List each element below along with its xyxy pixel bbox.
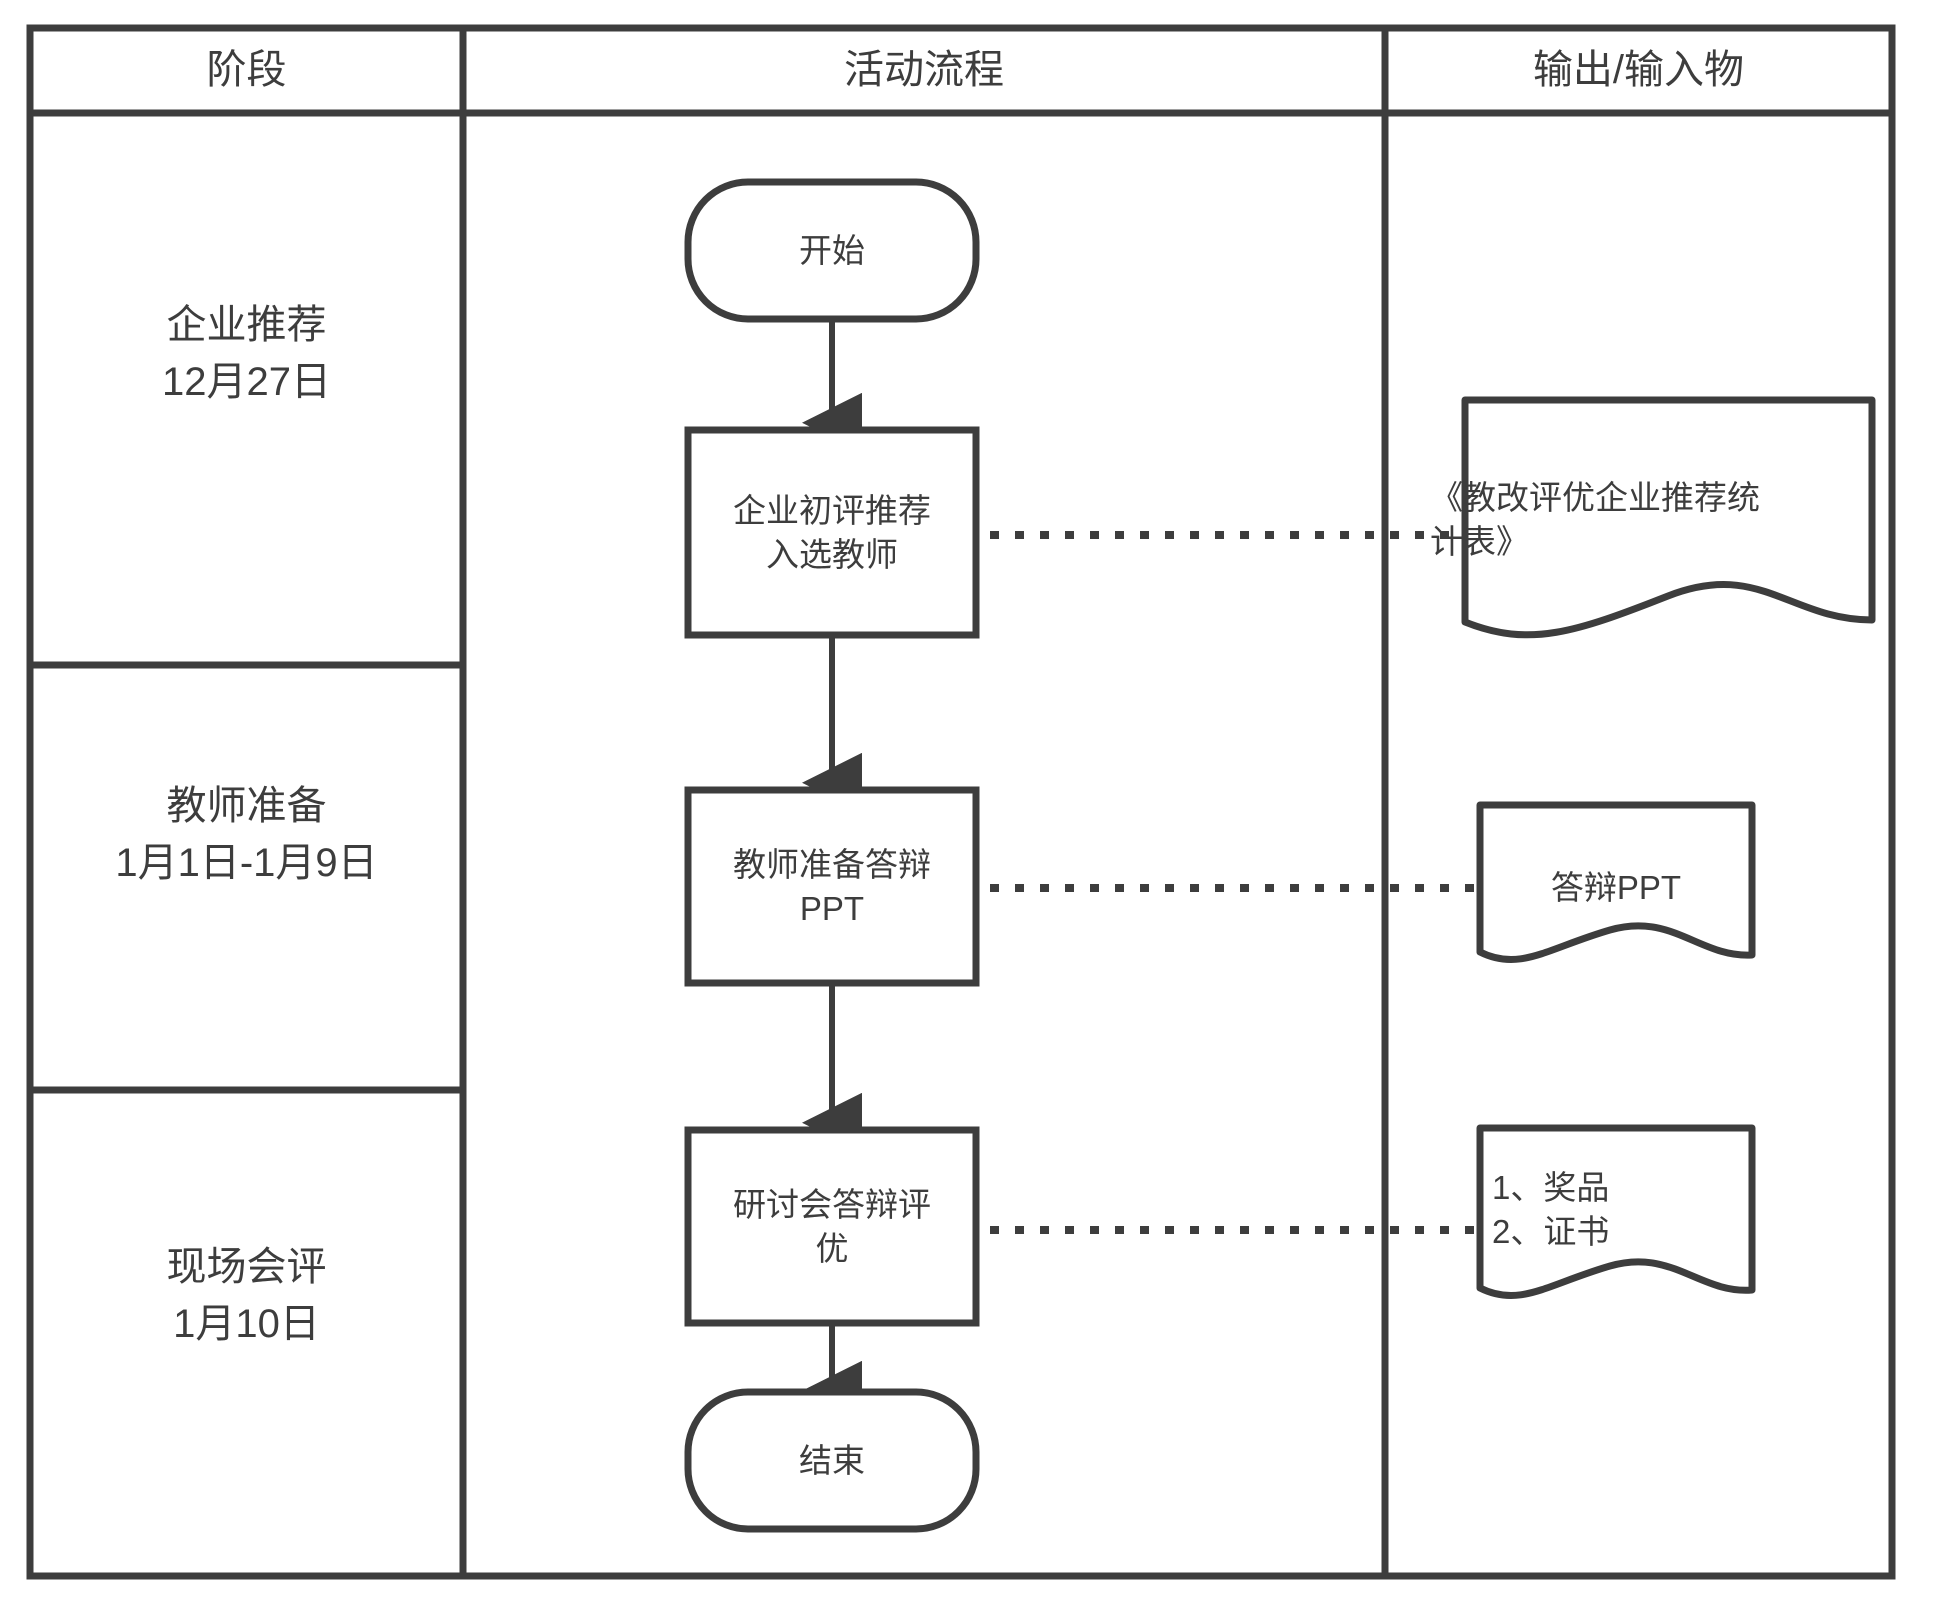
doc-doc2-shape[interactable] — [1476, 801, 1756, 963]
node-end-shape[interactable] — [684, 1388, 980, 1533]
node-end[interactable] — [688, 1392, 976, 1529]
doc-doc3-shape[interactable] — [1476, 1124, 1756, 1299]
node-task2[interactable] — [688, 790, 976, 983]
node-task1[interactable] — [688, 430, 976, 635]
node-task3-shape[interactable] — [684, 1126, 980, 1327]
doc-doc3[interactable] — [1480, 1128, 1752, 1308]
doc-doc1[interactable] — [1465, 400, 1872, 648]
node-task3[interactable] — [688, 1130, 976, 1323]
node-start[interactable] — [688, 182, 976, 319]
doc-doc2[interactable] — [1480, 805, 1752, 975]
doc-doc1-shape[interactable] — [1461, 396, 1876, 639]
